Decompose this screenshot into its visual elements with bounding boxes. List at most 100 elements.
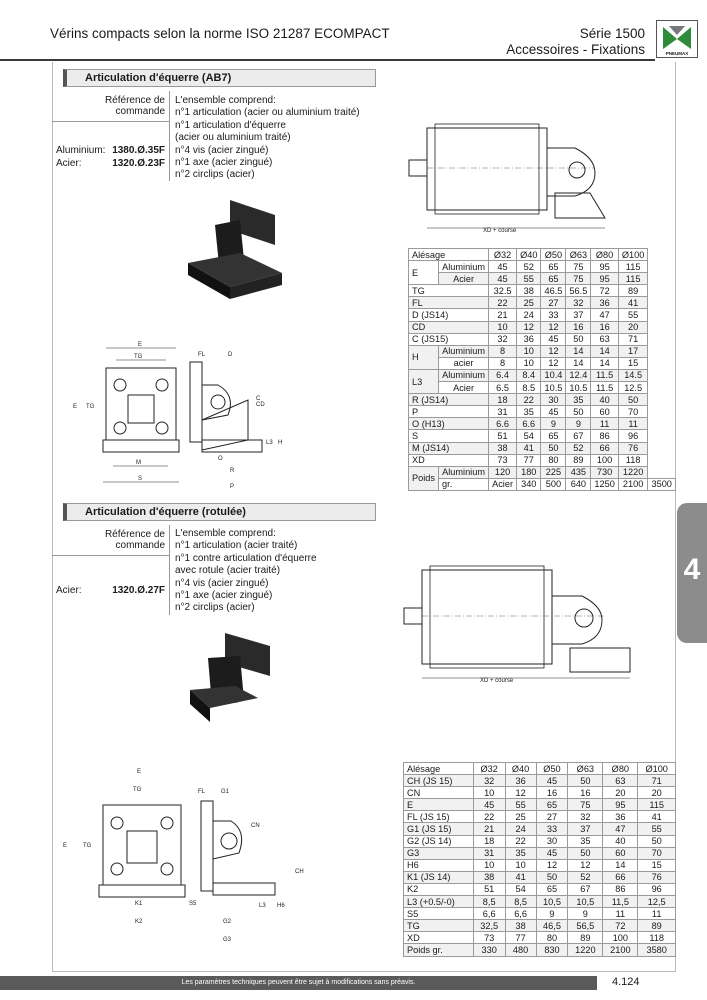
section2-product-image	[190, 633, 270, 722]
table-cell: 9	[565, 417, 592, 431]
table-cell: 25	[516, 296, 542, 310]
table-cell: 46,5	[535, 919, 569, 933]
table-cell: 12	[504, 786, 537, 800]
row-label: CD	[407, 320, 490, 334]
dim-TG: TG	[134, 354, 143, 360]
series-label: Série 1500	[579, 26, 645, 41]
ref-code: 1320.Ø.27F	[112, 585, 165, 596]
table-cell: 40	[602, 834, 639, 848]
table-cell: 10	[516, 356, 542, 370]
table-cell: 96	[637, 882, 676, 897]
row-label: CH (JS 15)	[403, 774, 474, 788]
table-cell: 20	[637, 786, 676, 800]
row-material: acier	[438, 356, 490, 370]
table-cell: 100	[590, 453, 619, 467]
desc-line: n°2 circlips (acier)	[175, 169, 255, 181]
table-cell: 63	[602, 774, 639, 788]
table-header-cell: Ø32	[472, 761, 506, 776]
table-cell: 60	[602, 846, 639, 860]
table-cell: 37	[565, 308, 592, 322]
table-cell: 89	[617, 284, 649, 298]
logo-text: PNEUMAX	[665, 51, 689, 56]
table-header-cell: Ø50	[535, 761, 569, 776]
table-cell: 115	[617, 260, 649, 274]
table-cell: 77	[516, 453, 542, 467]
table-cell: 9	[567, 907, 604, 921]
table-cell: 33	[535, 822, 569, 836]
dim-O: O	[218, 456, 223, 462]
ref-material: Acier:	[56, 585, 82, 596]
section1-title: Articulation d'équerre (AB7)	[63, 69, 376, 87]
dim-G3: G3	[223, 937, 232, 943]
table-cell: 11,5	[602, 895, 639, 909]
ref-code: 1380.Ø.35F	[112, 145, 165, 156]
table-cell: 86	[602, 882, 639, 897]
table-cell: 38	[504, 919, 537, 933]
table-cell: 1250	[590, 477, 619, 491]
table-cell: 80	[540, 453, 567, 467]
row-label: Poids gr.	[403, 943, 474, 957]
table-cell: 33	[540, 308, 567, 322]
table-header-cell: Ø32	[488, 247, 518, 262]
table-cell: 115	[637, 798, 676, 812]
table-cell: 10	[504, 858, 537, 872]
chapter-tab[interactable]: 4	[677, 503, 707, 643]
table-header-cell: Alésage	[407, 247, 490, 262]
row-material: Aluminium	[438, 465, 490, 479]
table-cell: 10,5	[535, 895, 569, 909]
table-cell: 1220	[567, 943, 604, 957]
table-cell: 18	[472, 834, 506, 848]
table-cell: 17	[617, 344, 649, 358]
table-header-cell: Ø100	[617, 247, 649, 262]
table-cell: 86	[590, 429, 619, 443]
table-cell: 50	[637, 834, 676, 848]
table-cell: 480	[504, 943, 537, 957]
table-cell: 340	[516, 477, 542, 491]
dim-S5: S5	[189, 901, 197, 907]
ref-code: 1320.Ø.23F	[112, 158, 165, 169]
row-label: D (JS14)	[407, 308, 490, 322]
dim-M: M	[136, 460, 141, 466]
table-header-cell: Ø63	[567, 761, 604, 776]
table-cell: 52	[567, 870, 604, 884]
table-cell: 60	[590, 405, 619, 419]
table-cell: 77	[504, 931, 537, 945]
table-cell: 67	[565, 429, 592, 443]
row-label: G1 (JS 15)	[403, 822, 474, 836]
dim-H6: H6	[277, 903, 285, 909]
table-cell: 32	[565, 296, 592, 310]
table-cell: 31	[488, 405, 518, 419]
table-cell: 96	[617, 429, 649, 443]
table-cell: 54	[504, 882, 537, 897]
table-cell: 55	[516, 272, 542, 286]
table-cell: 66	[590, 441, 619, 455]
table-cell: 8	[488, 356, 518, 370]
row-label: O (H13)	[407, 417, 490, 431]
table-cell: 20	[617, 320, 649, 334]
brand-logo: PNEUMAX	[656, 20, 698, 58]
section2-description: L'ensemble comprend: n°1 articulation (a…	[175, 528, 375, 615]
table-cell: 66	[602, 870, 639, 884]
table-cell: 22	[504, 834, 537, 848]
table-cell: 1220	[617, 465, 649, 479]
table-cell: 55	[637, 822, 676, 836]
table-header-cell: Ø50	[540, 247, 567, 262]
row-label: E	[403, 798, 474, 812]
table-cell: 50	[567, 846, 604, 860]
table-cell: 6,6	[504, 907, 537, 921]
desc-line: L'ensemble comprend:	[175, 95, 276, 106]
row-label: R (JS14)	[407, 393, 490, 407]
desc-line: L'ensemble comprend:	[175, 528, 276, 539]
desc-line: n°1 contre articulation d'équerre	[175, 552, 317, 564]
table-cell: 35	[504, 846, 537, 860]
